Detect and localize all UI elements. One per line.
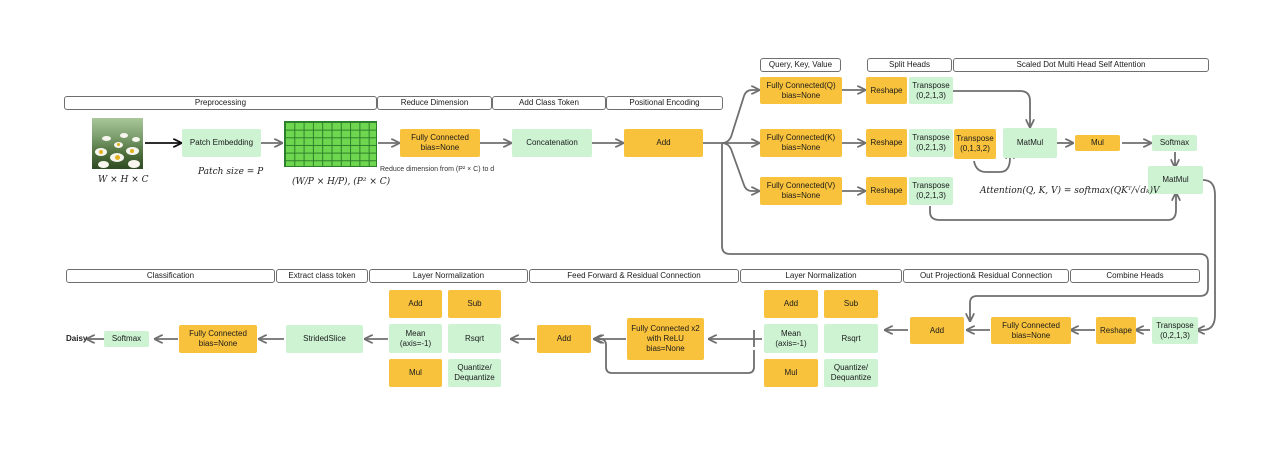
section-layer-normalization-2: Layer Normalization <box>369 269 528 283</box>
section-split-heads: Split Heads <box>867 58 952 72</box>
reduce-dimension-note: Reduce dimension from (P² × C) to d <box>380 166 495 173</box>
ln1-mean-node[interactable]: Mean (axis=-1) <box>764 324 818 353</box>
section-add-class-token: Add Class Token <box>492 96 606 110</box>
reshape-combine-node[interactable]: Reshape <box>1096 317 1136 344</box>
input-shape-label: W × H × C <box>98 175 149 185</box>
reshape-v-node[interactable]: Reshape <box>866 177 907 205</box>
strided-slice-node[interactable]: StridedSlice <box>286 325 363 353</box>
daisy-field-photo <box>92 118 143 169</box>
ln2-add-node[interactable]: Add <box>389 290 442 318</box>
reshape-q-node[interactable]: Reshape <box>866 77 907 104</box>
section-preprocessing: Preprocessing <box>64 96 377 110</box>
fc-k-node[interactable]: Fully Connected(K) bias=None <box>760 129 842 157</box>
fc-q-node[interactable]: Fully Connected(Q) bias=None <box>760 77 842 104</box>
section-positional-encoding: Positional Encoding <box>606 96 723 110</box>
transpose-kt-node[interactable]: Transpose (0,1,3,2) <box>954 129 996 159</box>
ln2-mean-node[interactable]: Mean (axis=-1) <box>389 324 442 353</box>
transpose-combine-node[interactable]: Transpose (0,2,1,3) <box>1152 317 1198 344</box>
section-out-projection: Out Projection& Residual Connection <box>903 269 1069 283</box>
attention-formula: Attention(Q, K, V) = softmax(QKᵀ/√dₖ)V <box>980 186 1160 196</box>
section-ffn-residual: Feed Forward & Residual Connection <box>529 269 739 283</box>
ln2-rsqrt-node[interactable]: Rsqrt <box>448 324 501 353</box>
fc-reduce-node[interactable]: Fully Connected bias=None <box>400 129 480 157</box>
section-qkv: Query, Key, Value <box>760 58 841 72</box>
concatenation-node[interactable]: Concatenation <box>512 129 592 157</box>
section-layer-normalization-1: Layer Normalization <box>740 269 902 283</box>
softmax-classifier-node[interactable]: Softmax <box>104 331 149 347</box>
section-classification: Classification <box>66 269 275 283</box>
transpose-k-node[interactable]: Transpose (0,2,1,3) <box>909 129 953 157</box>
add-residual-ffn-node[interactable]: Add <box>537 325 591 353</box>
matmul-v-node[interactable]: MatMul <box>1148 166 1203 194</box>
section-sdmhsa: Scaled Dot Multi Head Self Attention <box>953 58 1209 72</box>
section-extract-class-token: Extract class token <box>276 269 368 283</box>
fc-ffn-node[interactable]: Fully Connected x2 with ReLU bias=None <box>627 318 704 360</box>
reshape-k-node[interactable]: Reshape <box>866 129 907 157</box>
ln1-rsqrt-node[interactable]: Rsqrt <box>824 324 878 353</box>
patch-embedding-node[interactable]: Patch Embedding <box>182 129 261 157</box>
section-reduce-dimension: Reduce Dimension <box>377 96 492 110</box>
section-combine-heads: Combine Heads <box>1070 269 1200 283</box>
patch-grid <box>284 121 377 167</box>
add-residual-attention-node[interactable]: Add <box>910 317 964 344</box>
patch-size-label: Patch size = P <box>198 167 264 177</box>
mul-node[interactable]: Mul <box>1075 135 1120 151</box>
fc-classifier-node[interactable]: Fully Connected bias=None <box>179 325 257 353</box>
ln1-add-node[interactable]: Add <box>764 290 818 318</box>
ln1-quantize-node[interactable]: Quantize/ Dequantize <box>824 359 878 387</box>
ln1-mul-node[interactable]: Mul <box>764 359 818 387</box>
transpose-v-node[interactable]: Transpose (0,2,1,3) <box>909 177 953 205</box>
add-positional-node[interactable]: Add <box>624 129 703 157</box>
fc-out-projection-node[interactable]: Fully Connected bias=None <box>991 317 1071 344</box>
matmul-qk-node[interactable]: MatMul <box>1003 128 1057 158</box>
ln2-quantize-node[interactable]: Quantize/ Dequantize <box>448 359 501 387</box>
fc-v-node[interactable]: Fully Connected(V) bias=None <box>760 177 842 205</box>
output-class-label: Daisy <box>66 334 88 343</box>
transpose-q-node[interactable]: Transpose (0,2,1,3) <box>909 77 953 104</box>
patch-shape-label: (W/P × H/P), (P² × C) <box>292 177 391 187</box>
softmax-attention-node[interactable]: Softmax <box>1152 135 1197 151</box>
ln2-mul-node[interactable]: Mul <box>389 359 442 387</box>
ln1-sub-node[interactable]: Sub <box>824 290 878 318</box>
ln2-sub-node[interactable]: Sub <box>448 290 501 318</box>
